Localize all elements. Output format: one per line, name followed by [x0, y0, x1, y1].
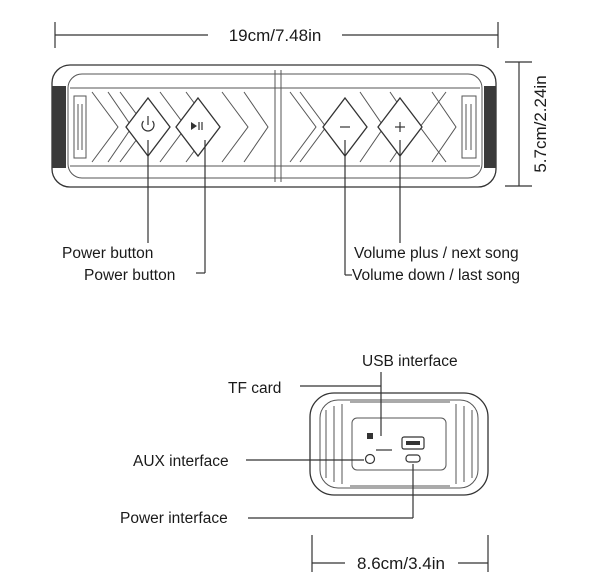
front-view: 19cm/7.48in 5.7cm/2.24in	[51, 22, 550, 284]
volume-plus-label: Volume plus / next song	[354, 245, 519, 262]
power-icon	[141, 116, 155, 132]
power-interface-label: Power interface	[120, 510, 228, 527]
power-button-label-2: Power button	[84, 267, 175, 284]
play-pause-icon	[191, 122, 203, 130]
tf-card-slot	[367, 433, 392, 451]
play-pause-button	[175, 96, 221, 158]
power-button-label-1: Power button	[62, 245, 153, 262]
plus-icon	[395, 122, 405, 132]
aux-interface-label: AUX interface	[133, 453, 229, 470]
front-callout-lines	[147, 140, 401, 276]
usb-interface-label: USB interface	[362, 353, 458, 370]
front-height-dimension: 5.7cm/2.24in	[505, 61, 550, 187]
side-width-dimension: 8.6cm/3.4in	[311, 535, 489, 573]
tf-card-label: TF card	[228, 380, 281, 397]
usb-port	[401, 436, 425, 450]
front-width-dimension: 19cm/7.48in	[54, 22, 499, 48]
volume-down-label: Volume down / last song	[352, 267, 520, 284]
side-view: USB interface TF card AUX interface Powe…	[120, 353, 489, 573]
side-callout-lines	[246, 372, 414, 519]
power-port	[405, 454, 421, 463]
speaker-side-body	[309, 392, 489, 496]
side-width-label: 8.6cm/3.4in	[357, 554, 445, 573]
front-height-label: 5.7cm/2.24in	[531, 75, 550, 172]
front-width-label: 19cm/7.48in	[229, 26, 322, 45]
aux-port	[364, 453, 376, 465]
speaker-front-body	[51, 64, 497, 188]
